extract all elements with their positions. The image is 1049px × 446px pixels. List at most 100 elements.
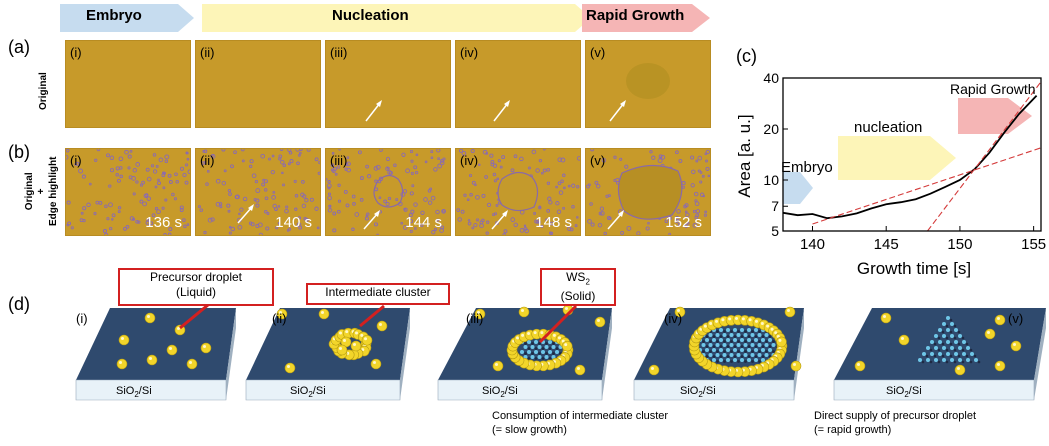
speckle <box>282 163 287 168</box>
speckle <box>162 186 166 190</box>
ws2-atom <box>544 355 549 359</box>
speckle <box>605 194 609 198</box>
ws2-atom <box>758 340 761 343</box>
speckle <box>317 171 320 175</box>
growth-mechanism-diagram <box>75 300 1046 401</box>
ws2-atom <box>541 350 545 354</box>
speckle <box>94 158 98 162</box>
speckle <box>205 182 209 186</box>
speckle <box>440 158 445 163</box>
speckle <box>289 159 294 164</box>
speckle <box>255 188 261 194</box>
ws2-atom <box>729 353 734 357</box>
ws2-atom <box>733 358 737 362</box>
speckle <box>108 202 113 208</box>
ws2-atom <box>716 340 719 343</box>
speckle <box>359 176 364 180</box>
row-label-edge: Original + Edge highlight <box>24 157 60 226</box>
speckle <box>603 231 607 235</box>
speckle <box>647 221 650 225</box>
speckle <box>410 159 414 163</box>
speckle <box>567 226 572 232</box>
speckle <box>288 227 292 231</box>
ws2-atom <box>716 360 719 363</box>
speckle <box>108 184 112 188</box>
speckle <box>549 231 553 235</box>
precursor-droplet <box>492 360 504 372</box>
speckle <box>519 156 524 162</box>
speckle <box>326 183 332 189</box>
ws2-atom <box>722 353 727 357</box>
ws2-atom <box>969 348 973 352</box>
speckle <box>218 202 223 206</box>
speckle <box>163 232 167 235</box>
ws2-atom <box>740 345 744 348</box>
ws2-atom <box>946 352 950 356</box>
ws2-atom <box>736 353 741 357</box>
speckle <box>187 169 190 175</box>
droplet-highlight <box>735 317 738 320</box>
precursor-droplet <box>318 308 330 320</box>
ws2-atom <box>772 340 775 343</box>
caption-rapid-line1: Direct supply of precursor droplet <box>814 410 977 422</box>
droplet-highlight <box>565 307 568 310</box>
speckle <box>167 232 172 235</box>
speckle <box>695 213 700 218</box>
speckle <box>357 150 362 155</box>
caption-rapid-growth: Direct supply of precursor droplet (= ra… <box>814 409 976 437</box>
ws2-atom <box>705 345 709 348</box>
speckle <box>535 168 540 173</box>
panel-letter-d: (d) <box>8 294 30 314</box>
speckle <box>400 221 404 225</box>
edge-speckles <box>326 149 446 235</box>
speckle <box>420 223 424 227</box>
speckle <box>332 228 337 233</box>
time-label: 152 s <box>665 214 702 231</box>
ws2-atom <box>761 348 765 352</box>
speckle <box>606 215 612 221</box>
speckle <box>430 150 434 154</box>
tile-label: (v) <box>590 45 606 60</box>
speckle <box>571 204 575 209</box>
speckle <box>81 174 86 179</box>
speckle <box>131 217 136 221</box>
ws2-atom <box>537 355 542 359</box>
ws2-atom <box>764 333 769 337</box>
speckle <box>161 173 166 178</box>
tile-label: (i) <box>70 45 82 60</box>
substrate-label-3: SiO2/Si <box>482 385 518 400</box>
speckle <box>409 149 414 154</box>
ws2-atom <box>705 335 709 338</box>
precursor-droplet <box>118 334 130 346</box>
speckle <box>255 198 260 203</box>
speckle <box>139 183 144 187</box>
speckle <box>674 216 680 221</box>
speckle <box>282 183 285 187</box>
droplet-highlight <box>353 343 356 346</box>
ws2-atom <box>523 345 528 349</box>
ws2-atom <box>751 340 754 343</box>
ws2-atom <box>942 358 946 362</box>
speckle <box>707 174 710 178</box>
speckle <box>523 224 527 228</box>
ws2-atom <box>747 355 751 358</box>
speckle <box>294 194 299 198</box>
speckle <box>326 177 328 181</box>
speckle <box>587 219 592 224</box>
speckle <box>351 194 356 199</box>
ws2-atom <box>761 335 765 338</box>
ws2-atom <box>719 328 723 332</box>
speckle <box>489 153 494 158</box>
speckle <box>337 199 342 203</box>
speckle <box>309 197 314 202</box>
ws2-atom <box>719 358 723 362</box>
speckle <box>433 227 438 231</box>
speckle <box>699 180 703 184</box>
speckle <box>441 208 446 214</box>
speckle <box>174 172 178 177</box>
precursor-droplet <box>361 334 373 346</box>
speckle <box>254 179 259 184</box>
tile-label: (i) <box>70 153 82 168</box>
droplet-highlight <box>477 311 480 314</box>
speckle <box>135 219 139 224</box>
